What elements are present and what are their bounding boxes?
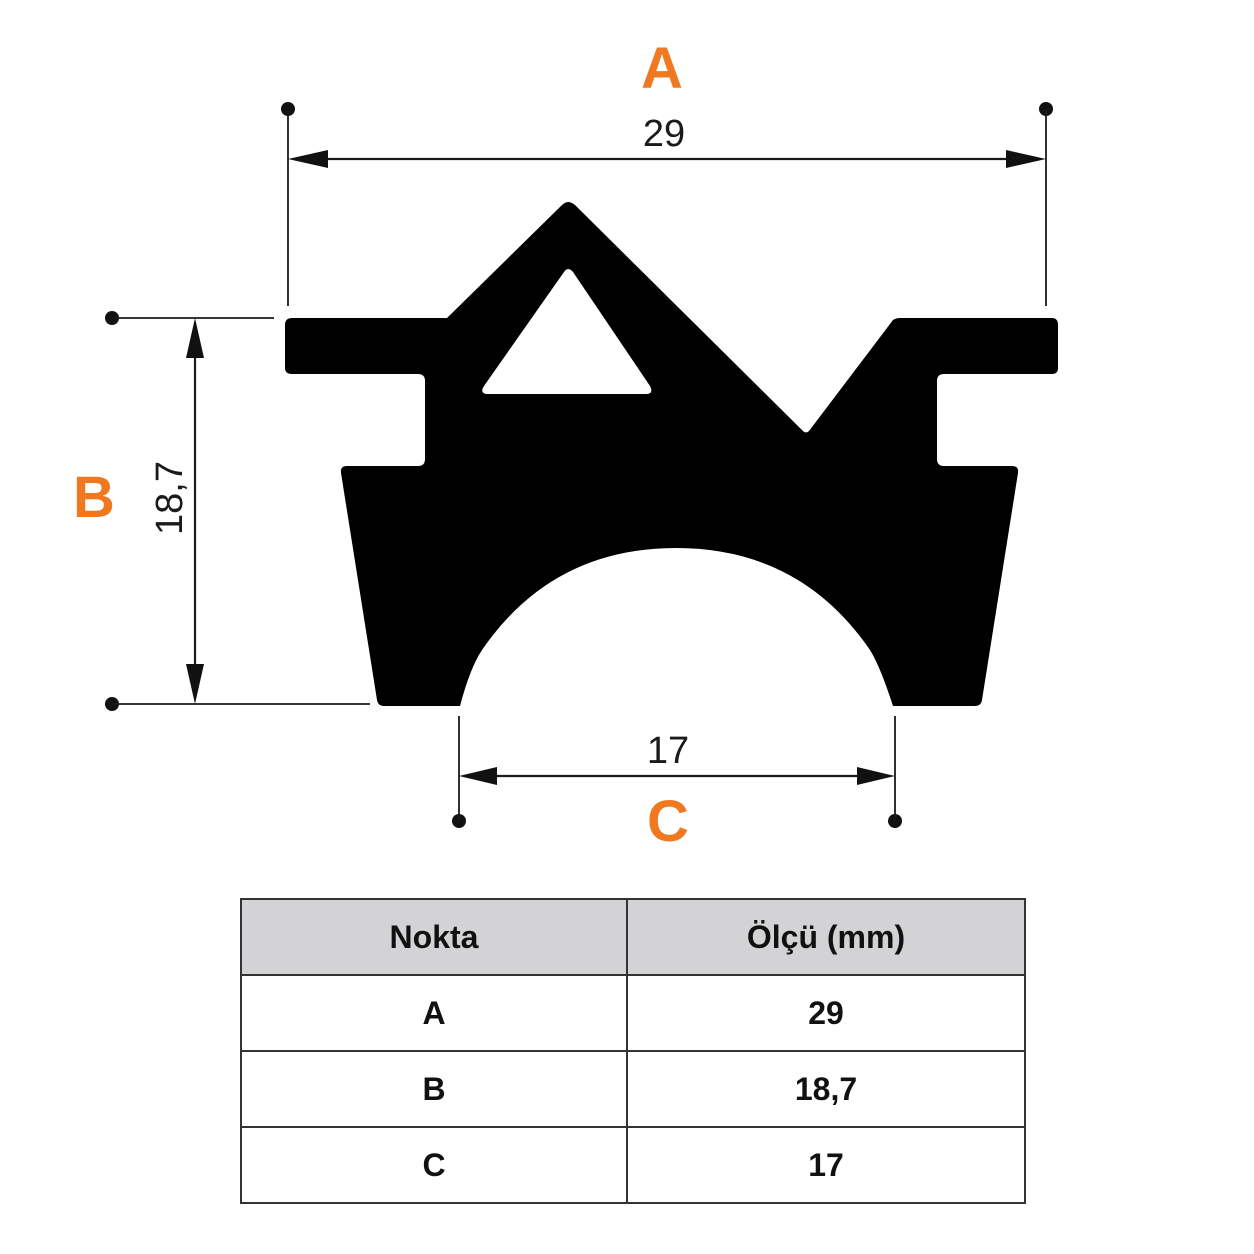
dimension-a-letter: A bbox=[641, 36, 683, 101]
dimension-b-arrow-top bbox=[186, 318, 204, 358]
dimension-b-letter: B bbox=[73, 465, 115, 530]
dimension-a-arrow-left bbox=[288, 150, 328, 168]
dimension-c-letter: C bbox=[647, 789, 689, 854]
profile-body bbox=[285, 202, 1058, 706]
dimension-a-arrow-right bbox=[1006, 150, 1046, 168]
row-c-value: 17 bbox=[626, 1126, 1026, 1204]
table-row: B 18,7 bbox=[240, 1050, 1026, 1128]
row-a-value: 29 bbox=[626, 974, 1026, 1052]
row-c-point: C bbox=[240, 1126, 628, 1204]
dimension-c-value: 17 bbox=[647, 730, 689, 772]
header-olcu: Ölçü (mm) bbox=[626, 898, 1026, 976]
profile-drawing: 29 A 18,7 B 17 C bbox=[73, 36, 1058, 854]
dimension-c: 17 C bbox=[452, 716, 902, 854]
header-nokta: Nokta bbox=[240, 898, 628, 976]
dimension-b: 18,7 B bbox=[73, 311, 370, 711]
table-header-row: Nokta Ölçü (mm) bbox=[240, 898, 1026, 976]
dimension-b-value: 18,7 bbox=[149, 461, 191, 535]
dimension-a-value: 29 bbox=[643, 113, 685, 155]
dimension-a: 29 A bbox=[281, 36, 1053, 306]
triangle-cutout bbox=[482, 269, 652, 394]
table-row: C 17 bbox=[240, 1126, 1026, 1204]
dimension-c-arrow-left bbox=[459, 767, 497, 785]
table-row: A 29 bbox=[240, 974, 1026, 1052]
row-b-point: B bbox=[240, 1050, 628, 1128]
dimension-c-arrow-right bbox=[857, 767, 895, 785]
row-a-point: A bbox=[240, 974, 628, 1052]
dimension-b-arrow-bottom bbox=[186, 664, 204, 704]
profile-shape bbox=[285, 202, 1058, 706]
row-b-value: 18,7 bbox=[626, 1050, 1026, 1128]
dimensions-table: Nokta Ölçü (mm) A 29 B 18,7 C 17 bbox=[240, 898, 1026, 1204]
